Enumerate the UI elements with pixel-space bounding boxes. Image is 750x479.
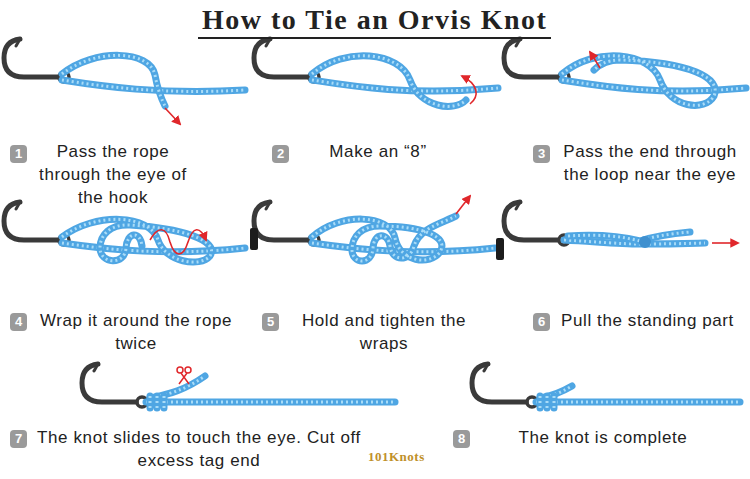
callout-number: 8 (453, 430, 470, 448)
rope-texture (62, 55, 165, 106)
watermark: 101Knots (368, 449, 425, 465)
step-text: Pass the end through the loop near the e… (555, 140, 745, 186)
rope (562, 56, 715, 106)
step-text: The knot slides to touch the eye. Cut of… (34, 426, 364, 472)
arrow (456, 196, 470, 214)
callout-number: 1 (10, 145, 27, 163)
rope-texture (540, 396, 554, 408)
title: How to Tie an Orvis Knot (198, 4, 551, 39)
step-text: Make an “8” (298, 140, 458, 163)
callout-number: 2 (272, 145, 289, 163)
rope (62, 219, 212, 262)
rope-end (496, 238, 504, 260)
callout-number: 4 (10, 313, 27, 331)
callout-number: 3 (533, 145, 550, 163)
knot (540, 396, 554, 408)
hook (82, 364, 147, 407)
rope (62, 55, 165, 106)
callout-number: 5 (262, 313, 279, 331)
rope (62, 243, 245, 252)
step-text: Pass the rope through the eye of the hoo… (38, 140, 188, 209)
knot (639, 236, 651, 248)
step-text: Wrap it around the rope twice (36, 309, 236, 355)
step-text: Hold and tighten the wraps (284, 309, 484, 355)
rope-texture (568, 232, 690, 241)
rope (146, 399, 395, 406)
rope-texture (312, 56, 466, 107)
hook (472, 364, 537, 407)
rope-texture (150, 396, 164, 408)
step-text: Pull the standing part (555, 309, 740, 332)
knot (150, 396, 164, 408)
step-text: The knot is complete (478, 426, 728, 449)
rope-texture (312, 216, 456, 261)
arrow (462, 76, 476, 104)
hook (504, 202, 569, 245)
rope-texture (62, 243, 245, 252)
arrow (165, 108, 180, 124)
rope (312, 56, 466, 107)
rope-texture (62, 219, 212, 262)
rope-texture (146, 401, 395, 404)
callout-number: 7 (10, 430, 27, 448)
rope-end (250, 228, 258, 250)
rope (312, 216, 456, 261)
rope-texture (562, 56, 715, 106)
scissors (177, 367, 191, 384)
callout-number: 6 (533, 313, 550, 331)
arrow (590, 52, 600, 68)
rope-texture (536, 401, 740, 404)
arrow (712, 242, 738, 244)
rope (568, 232, 690, 241)
rope (536, 399, 740, 406)
arrow (150, 230, 206, 254)
